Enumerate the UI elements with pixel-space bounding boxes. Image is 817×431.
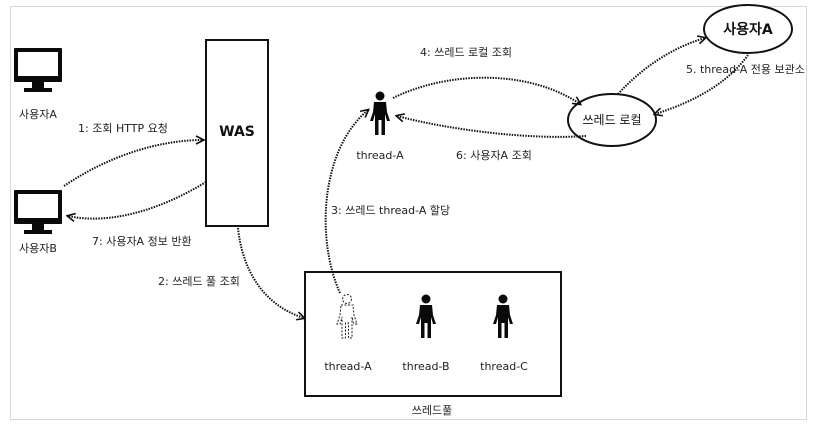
user-b-client-label: 사용자B — [19, 242, 57, 255]
step-1-label: 1: 조회 HTTP 요청 — [78, 122, 168, 135]
step-4-label: 4: 쓰레드 로컬 조회 — [420, 46, 512, 59]
arrow-step-7 — [68, 181, 207, 219]
arrow-step-2 — [237, 227, 304, 318]
step-6-label: 6: 사용자A 조회 — [456, 149, 532, 162]
thread-pool-box — [304, 271, 562, 397]
thread-local-label: 쓰레드 로컬 — [582, 113, 641, 127]
arrow-step-3 — [324, 110, 368, 294]
was-box — [205, 39, 269, 227]
thread-local-ellipse — [567, 93, 657, 147]
monitor-icon-user-b — [14, 190, 62, 234]
thread-pool-title: 쓰레드풀 — [412, 404, 452, 417]
active-thread-person-icon — [370, 91, 390, 135]
pool-thread-a-label: thread-A — [324, 360, 372, 373]
step-5-label: 5. thread-A 전용 보관소 — [686, 63, 805, 76]
step-7-label: 7: 사용자A 정보 반환 — [92, 235, 192, 248]
arrow-step-4 — [392, 76, 580, 104]
was-label: WAS — [219, 124, 255, 140]
arrow-step-5-forward — [617, 38, 705, 95]
user-a-client-label: 사용자A — [19, 108, 57, 121]
user-a-store-label: 사용자A — [723, 22, 773, 38]
step-3-label: 3: 쓰레드 thread-A 할당 — [331, 204, 450, 217]
pool-thread-b-label: thread-B — [402, 360, 449, 373]
arrow-step-1 — [63, 140, 203, 187]
user-a-store-ellipse — [703, 4, 793, 54]
active-thread-label: thread-A — [356, 149, 404, 162]
step-2-label: 2: 쓰레드 풀 조회 — [158, 275, 240, 288]
monitor-icon-user-a — [14, 48, 62, 92]
diagram-frame — [10, 6, 807, 420]
flow-arrows — [63, 38, 749, 318]
pool-thread-c-label: thread-C — [480, 360, 528, 373]
arrow-step-6 — [397, 116, 587, 138]
arrow-step-5-back — [655, 54, 749, 114]
